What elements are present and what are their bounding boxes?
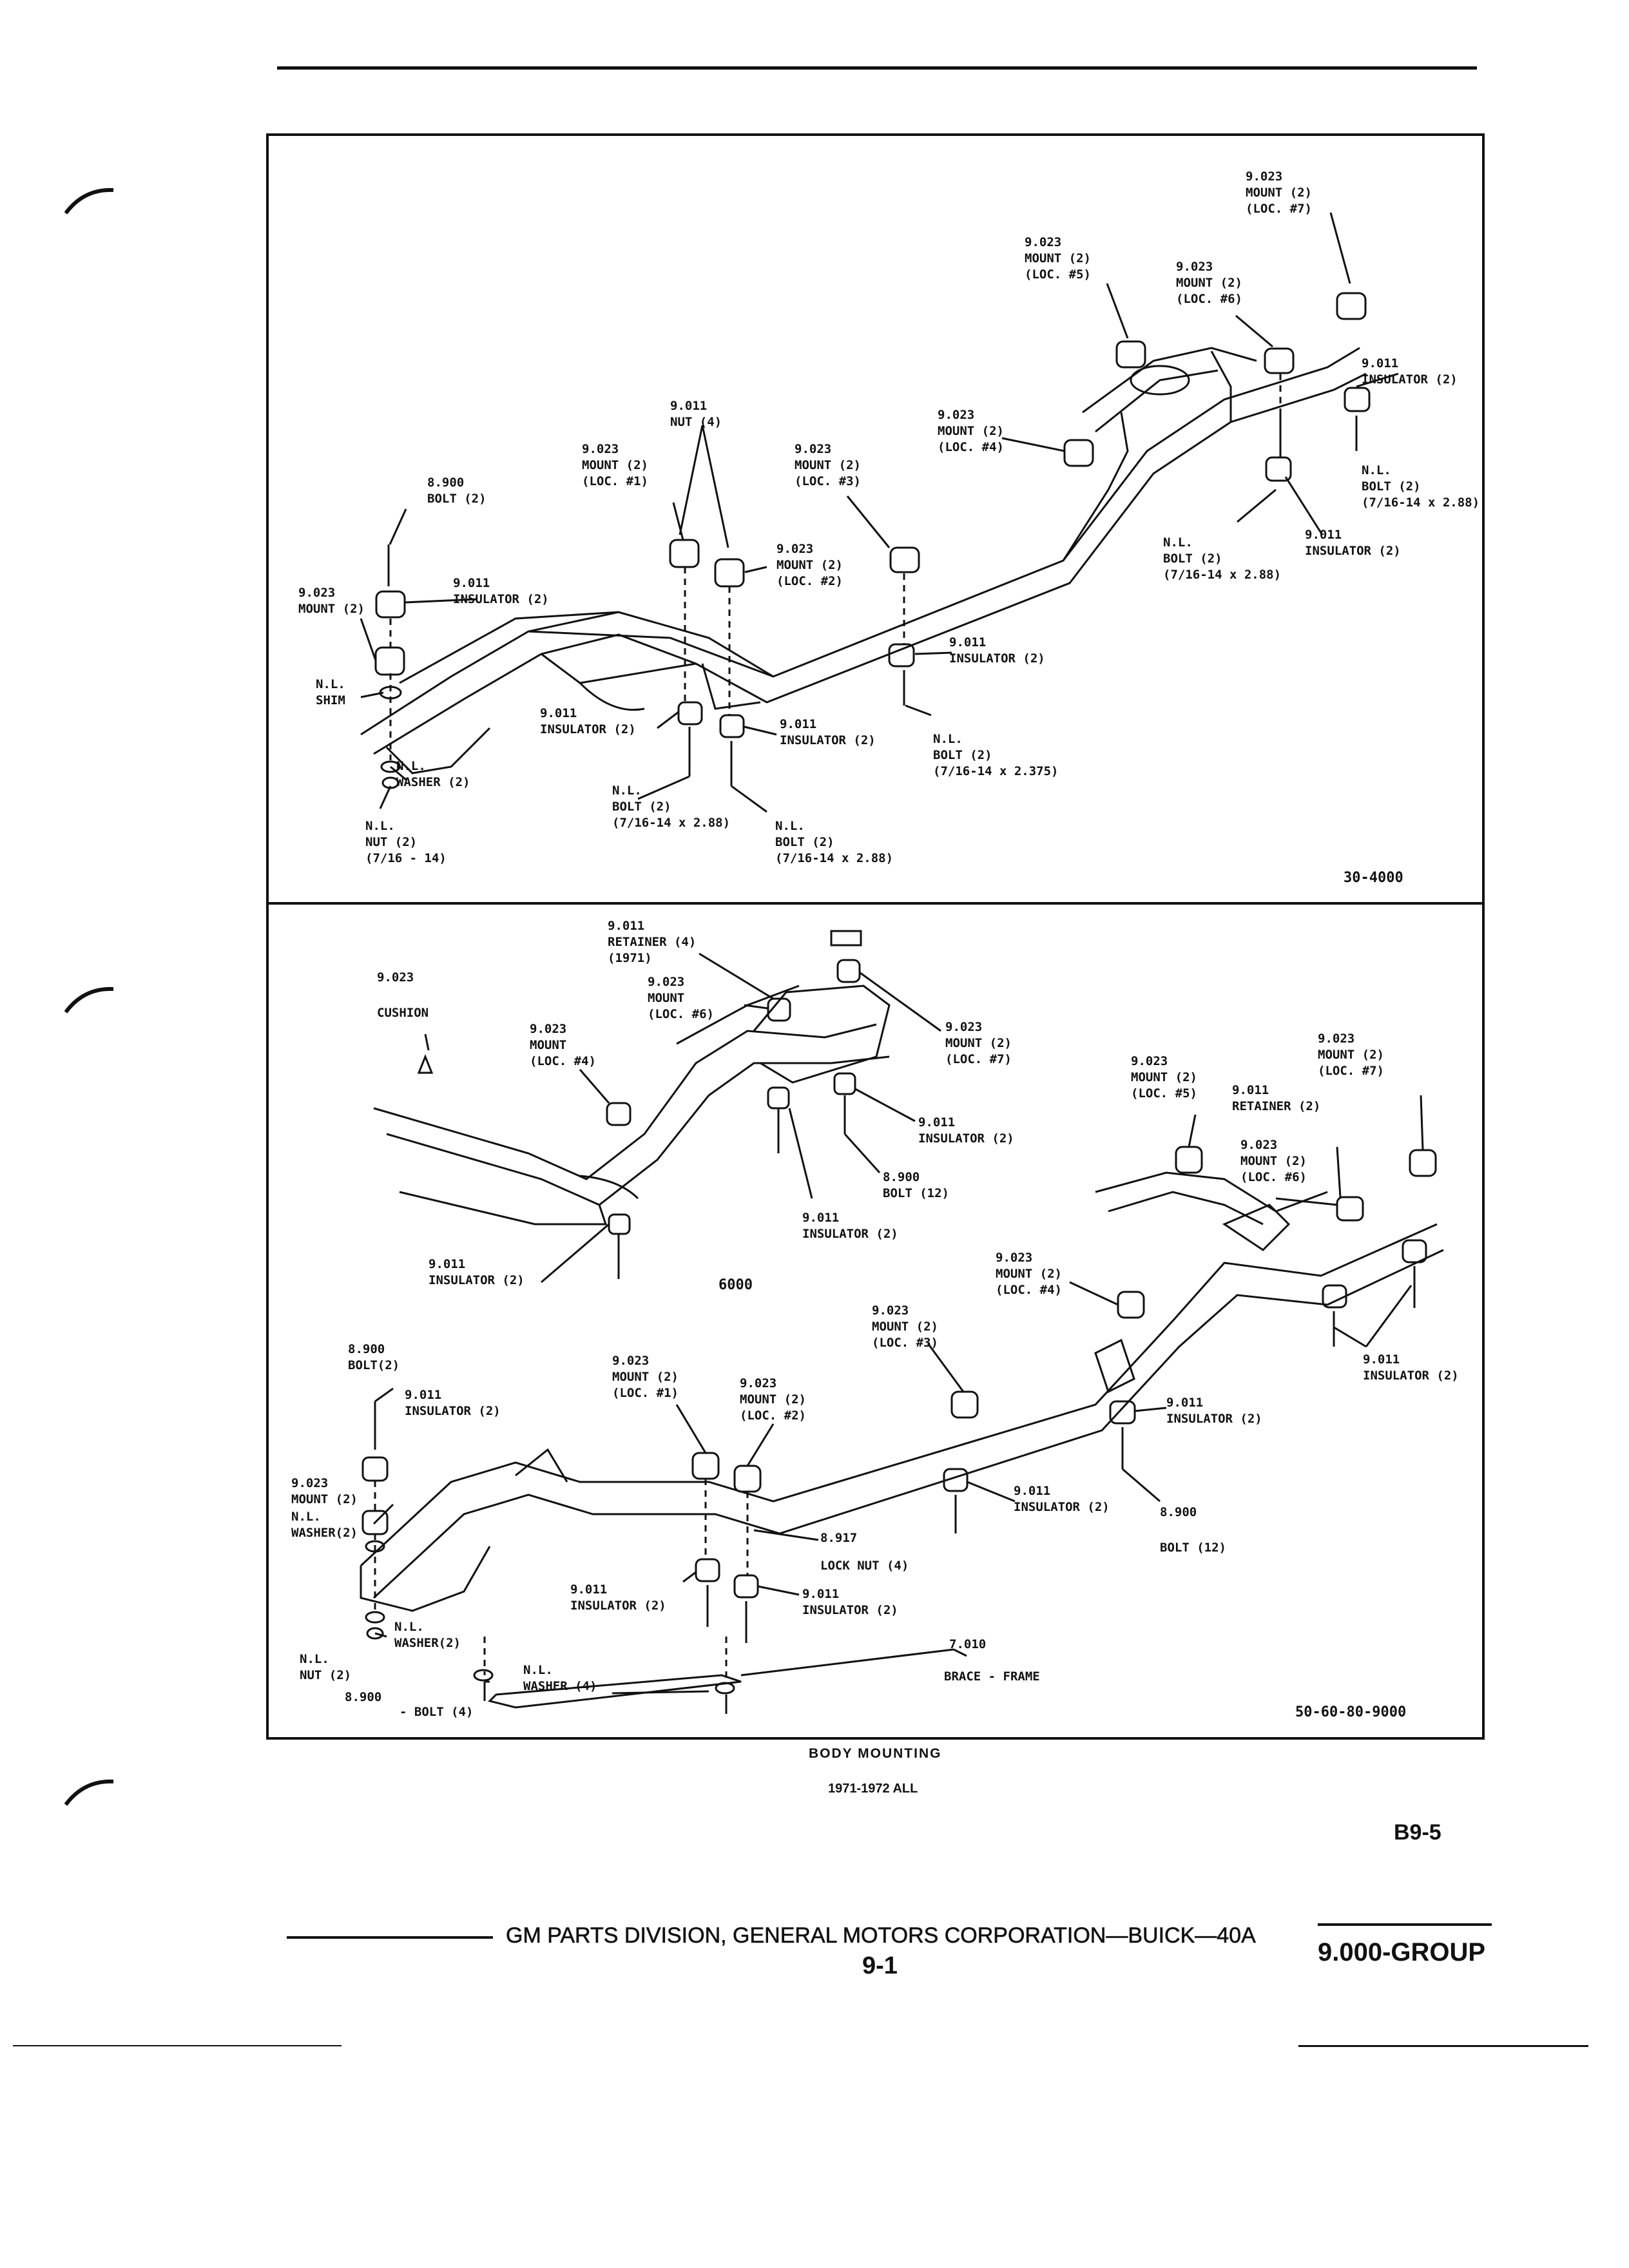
ref-code-top: 30-4000 [1344, 870, 1403, 886]
label-nl-nut2: N.L.NUT (2) [300, 1652, 352, 1682]
panel-divider [266, 902, 1485, 905]
footer-group: 9.000-GROUP [1318, 1938, 1486, 1966]
label-nl-washer-b: N.L.WASHER(2) [394, 1620, 461, 1650]
label-nl-washer2: N.L.WASHER(2) [291, 1510, 358, 1540]
label-cushion: CUSHION [377, 1006, 429, 1020]
label-locknut: LOCK NUT (4) [820, 1559, 909, 1573]
bottom-rule-left [13, 2045, 342, 2046]
label-bolt4-code: 8.900 [345, 1690, 382, 1704]
figure-years: 1971-1972 ALL [828, 1782, 918, 1796]
binder-mark-2 [64, 986, 114, 1014]
ref-code-bottom: 50-60-80-9000 [1295, 1704, 1407, 1720]
binder-mark-3 [64, 1779, 114, 1806]
label-nl-bolt-a: N.L.BOLT (2)(7/16-14 x 2.88) [612, 783, 731, 830]
label-nl-washer: N.L.WASHER (2) [396, 759, 470, 789]
label-brace-frame: BRACE - FRAME [944, 1669, 1040, 1684]
label-locknut-code: 8.917 [820, 1531, 858, 1545]
footer-rule-left [287, 1936, 493, 1939]
label-bolt12: BOLT (12) [1160, 1541, 1226, 1555]
label-nl-washer4: N.L.WASHER (4) [523, 1663, 597, 1693]
label-nl-bolt-rear: N.L.BOLT (2)(7/16-14 x 2.88) [1362, 463, 1480, 510]
binder-mark-1 [64, 187, 114, 215]
label-bolt12-code: 8.900 [1160, 1505, 1197, 1519]
footer-page-number: 9-1 [862, 1952, 898, 1979]
figure-title: BODY MOUNTING [809, 1746, 942, 1761]
top-rule [277, 66, 1477, 70]
sub-code-6000: 6000 [718, 1277, 753, 1293]
label-nl-shim: N.L.SHIM [316, 677, 345, 707]
label-brace-code: 7.010 [949, 1637, 987, 1651]
footer-source: GM PARTS DIVISION, GENERAL MOTORS CORPOR… [506, 1923, 1256, 1948]
label-cushion-code: 9.023 [377, 970, 414, 985]
label-bolt4: - BOLT (4) [400, 1705, 474, 1719]
label-nl-bolt-2375: N.L.BOLT (2)(7/16-14 x 2.375) [933, 732, 1059, 778]
diagram-frame [266, 133, 1485, 1740]
footer-rule-right [1318, 1923, 1492, 1926]
label-nl-bolt-b: N.L.BOLT (2)(7/16-14 x 2.88) [775, 819, 894, 865]
page-code: B9-5 [1394, 1820, 1441, 1845]
bottom-rule-right [1298, 2045, 1588, 2047]
label-nl-nut: N.L.NUT (2)(7/16 - 14) [365, 819, 447, 865]
label-nl-bolt-mid: N.L.BOLT (2)(7/16-14 x 2.88) [1163, 535, 1282, 582]
